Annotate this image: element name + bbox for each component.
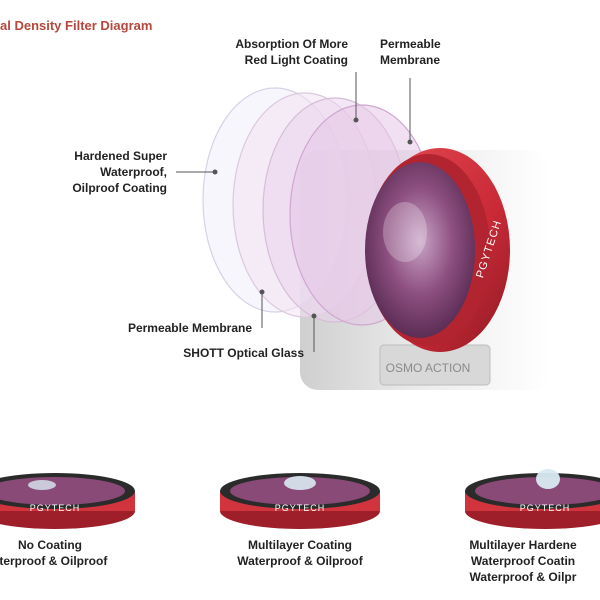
caption-line: Waterproof & Oilproof (237, 554, 363, 568)
camera-model-plate: OSMO ACTION (386, 361, 471, 375)
caption-multilayer-hardened: Multilayer Hardene Waterproof Coatin Wat… (446, 537, 600, 585)
product-filter-multilayer: PGYTECH (215, 455, 385, 535)
diagram-title: al Density Filter Diagram (0, 18, 153, 33)
caption-no-coating: No Coating aterproof & Oilproof (0, 537, 160, 569)
caption-line: Waterproof Coatin (470, 554, 576, 568)
callout-permeable-membrane-bottom: Permeable Membrane (127, 321, 252, 335)
leader-lines (176, 72, 413, 352)
caption-line: No Coating (18, 538, 82, 552)
product-brand: PGYTECH (275, 503, 326, 513)
product-filter-no-coating: PGYTECH (0, 455, 140, 535)
caption-line: Waterproof & Oilpr (469, 570, 577, 584)
product-brand: PGYTECH (30, 503, 81, 513)
product-brand: PGYTECH (520, 503, 571, 513)
callout-hardened-coating: Hardened Super Waterproof, Oilproof Coat… (72, 149, 167, 195)
caption-line: aterproof & Oilproof (0, 554, 108, 568)
callout-permeable-membrane-top: Permeable Membrane (380, 37, 441, 67)
callout-absorption-coating: Absorption Of More Red Light Coating (235, 37, 348, 67)
product-filter-multilayer-hardened: PGYTECH (460, 455, 600, 535)
caption-line: Multilayer Hardene (469, 538, 577, 552)
filter-lens-assembly: PGYTECH (365, 148, 510, 352)
caption-multilayer: Multilayer Coating Waterproof & Oilproof (190, 537, 410, 569)
callout-schott-glass: SHOTT Optical Glass (183, 346, 304, 360)
exploded-filter-diagram: OSMO ACTION PGYTECH (176, 72, 550, 390)
caption-line: Multilayer Coating (247, 538, 352, 552)
